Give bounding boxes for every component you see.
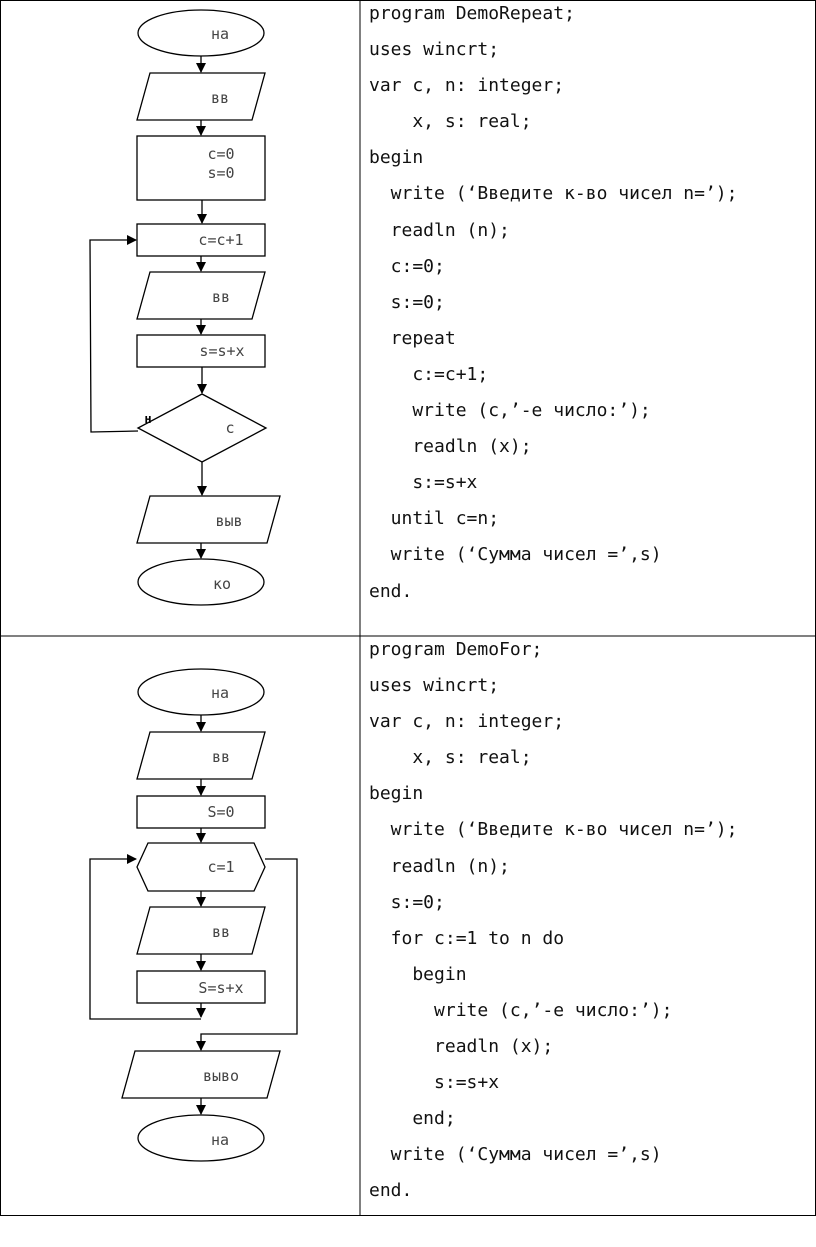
loop-back-arrow — [89, 854, 201, 1020]
code-line: begin — [369, 963, 467, 985]
code-line: var c, n: integer; — [369, 75, 565, 97]
code-line: s:=s+x — [369, 472, 478, 494]
flowchart-repeat — [89, 9, 281, 606]
input2-label: вв — [212, 923, 230, 941]
flowchart-for — [89, 668, 298, 1162]
init-process-box — [136, 795, 266, 829]
end-terminator — [137, 1114, 265, 1162]
code-line: end; — [369, 1108, 456, 1130]
loop-label: c=1 — [207, 858, 234, 876]
code-line: readln (n); — [369, 855, 510, 877]
code-line: x, s: real; — [369, 111, 532, 133]
code-line: s:=0; — [369, 291, 445, 313]
code-line: program DemoRepeat; — [369, 3, 575, 24]
end-label: ко — [213, 575, 231, 593]
output-label: выво — [203, 1067, 239, 1085]
flowchart-repeat-labels: на вв c=0 s=0 c=c+1 вв s=s+x c выв ко н — [144, 25, 244, 593]
code-for: program DemoFor; uses wincrt; var c, n: in… — [369, 632, 737, 1210]
loop-exit-arrow — [196, 858, 298, 1051]
code-line: readln (n); — [369, 219, 510, 241]
code-line: write (‘Введите к-во чисел n=’); — [369, 183, 738, 205]
code-line: x, s: real; — [369, 747, 532, 769]
start-terminator — [137, 668, 265, 716]
output-parallelogram — [136, 495, 281, 544]
code-line: s:=s+x — [369, 1072, 500, 1094]
code-line: end. — [369, 1180, 413, 1202]
code-repeat: program DemoRepeat; uses wincrt; var c, n:… — [369, 0, 737, 610]
code-line: readln (x); — [369, 436, 532, 458]
condition-label: c — [225, 419, 234, 437]
no-branch-label: н — [144, 412, 151, 426]
loop-hexagon — [136, 842, 266, 892]
code-line: for c:=1 to n do — [369, 927, 565, 949]
input-parallelogram — [136, 731, 266, 780]
code-line: write (‘Введите к-во чисел n=’); — [369, 819, 738, 841]
flowchart-for-labels: на вв S=0 c=1 вв S=s+x выво на — [198, 684, 243, 1149]
input-parallelogram-2 — [136, 906, 266, 955]
start-label: на — [211, 684, 229, 702]
increment-label: c=c+1 — [198, 231, 243, 249]
code-line: c:=c+1; — [369, 363, 489, 385]
start-terminator — [137, 9, 265, 57]
accumulate-process-box — [136, 334, 266, 368]
code-line: s:=0; — [369, 891, 445, 913]
loop-back-arrow — [89, 235, 139, 433]
code-line: repeat — [369, 327, 456, 349]
input2-label: вв — [212, 288, 230, 306]
condition-diamond — [136, 393, 268, 463]
init-process-box — [136, 135, 266, 201]
code-line: uses wincrt; — [369, 39, 500, 61]
init-c-label: c=0 — [207, 145, 234, 163]
code-line: begin — [369, 147, 424, 169]
accumulate-label: S=s+x — [198, 979, 243, 997]
end-terminator — [137, 558, 265, 606]
code-line: write (c,’-е число:’); — [369, 999, 673, 1021]
code-line: begin — [369, 783, 424, 805]
input-parallelogram — [136, 72, 266, 121]
code-line: until c=n; — [369, 508, 500, 530]
code-line: c:=0; — [369, 255, 445, 277]
input-label: вв — [212, 748, 230, 766]
init-s-label: S=0 — [207, 803, 234, 821]
start-label: на — [211, 25, 229, 43]
input-label: вв — [211, 89, 229, 107]
end-label: на — [211, 1131, 229, 1149]
code-line: write (‘Сумма чисел =’,s) — [369, 544, 662, 566]
code-line: program DemoFor; — [369, 639, 543, 660]
output-parallelogram — [121, 1050, 281, 1099]
init-s-label: s=0 — [207, 164, 234, 182]
input-parallelogram-2 — [136, 271, 266, 320]
accumulate-label: s=s+x — [199, 342, 244, 360]
code-line: readln (x); — [369, 1036, 554, 1058]
code-line: end. — [369, 580, 413, 602]
output-label: выв — [215, 512, 242, 530]
code-line: var c, n: integer; — [369, 711, 565, 733]
code-line: write (‘Сумма чисел =’,s) — [369, 1144, 662, 1166]
code-line: write (c,’-е число:’); — [369, 400, 651, 422]
code-line: uses wincrt; — [369, 675, 500, 697]
